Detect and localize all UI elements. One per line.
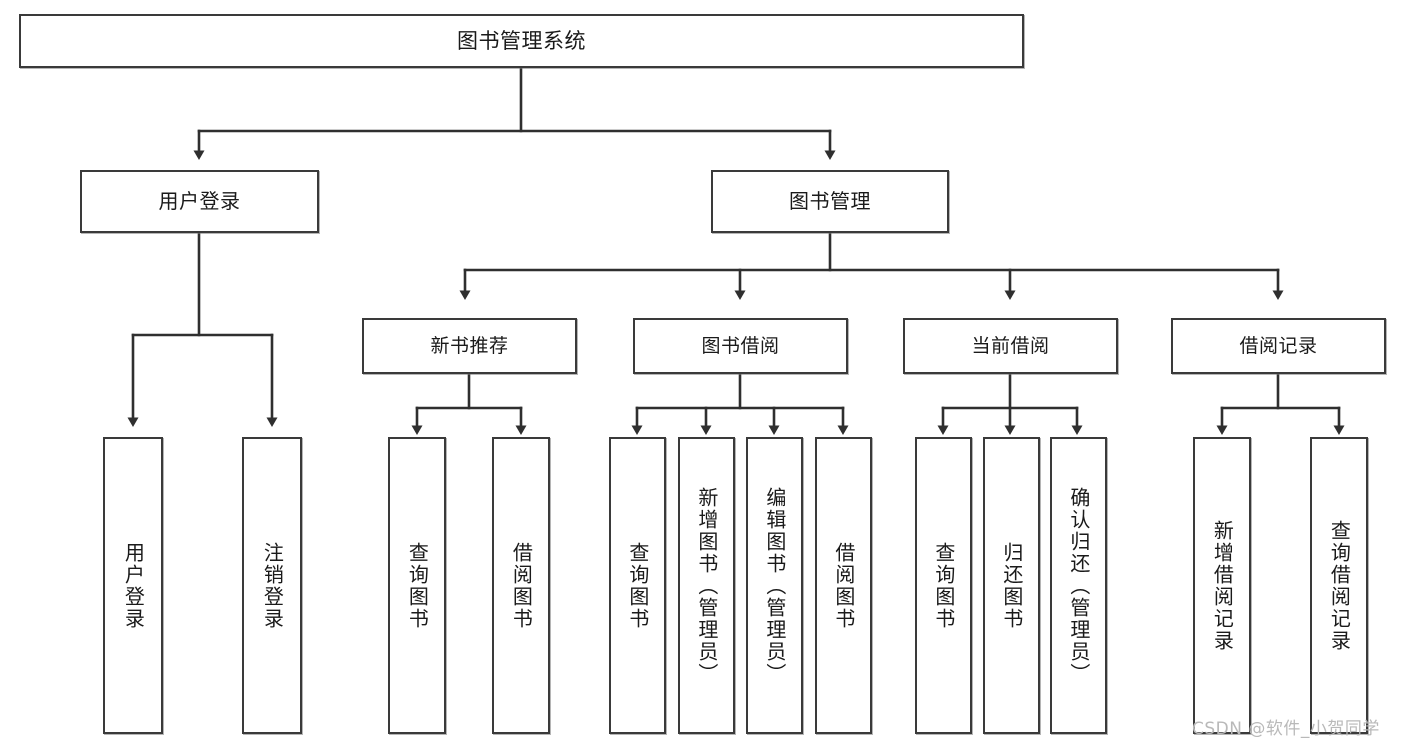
node-label: 新增图书（管理员） [694, 486, 719, 685]
node-label: 查询借阅记录 [1327, 519, 1352, 652]
node-label: 确认归还（管理员） [1066, 486, 1091, 685]
leaf-borrow-book-borrowing[interactable]: 借阅图书 [815, 437, 872, 734]
node-label: 新增借阅记录 [1210, 519, 1235, 652]
node-label: 注销登录 [260, 541, 285, 630]
node-label: 用户登录 [158, 188, 241, 213]
leaf-query-book-borrowing[interactable]: 查询图书 [609, 437, 666, 734]
leaf-query-book-recommendation[interactable]: 查询图书 [388, 437, 446, 734]
leaf-logout[interactable]: 注销登录 [242, 437, 302, 734]
node-label: 借阅图书 [831, 541, 856, 630]
leaf-add-book-admin[interactable]: 新增图书（管理员） [678, 437, 735, 734]
node-book-borrowing[interactable]: 图书借阅 [633, 318, 848, 374]
node-current-borrowing[interactable]: 当前借阅 [903, 318, 1118, 374]
node-new-book-recommendation[interactable]: 新书推荐 [362, 318, 577, 374]
node-label: 当前借阅 [971, 334, 1050, 357]
node-label: 借阅记录 [1239, 334, 1318, 357]
leaf-edit-book-admin[interactable]: 编辑图书（管理员） [746, 437, 803, 734]
leaf-query-borrow-record[interactable]: 查询借阅记录 [1310, 437, 1368, 734]
node-borrowing-records[interactable]: 借阅记录 [1171, 318, 1386, 374]
node-label: 图书管理 [789, 188, 871, 213]
node-label: 新书推荐 [430, 334, 509, 357]
leaf-confirm-return-admin[interactable]: 确认归还（管理员） [1050, 437, 1107, 734]
node-label: 查询图书 [405, 541, 430, 630]
leaf-user-login[interactable]: 用户登录 [103, 437, 163, 734]
node-label: 借阅图书 [509, 541, 534, 630]
node-user-login[interactable]: 用户登录 [80, 170, 319, 233]
leaf-borrow-book-recommendation[interactable]: 借阅图书 [492, 437, 550, 734]
node-label: 用户登录 [121, 541, 146, 630]
leaf-query-book-current[interactable]: 查询图书 [915, 437, 972, 734]
csdn-watermark: CSDN @软件_小贺同学 [1192, 719, 1380, 739]
node-label: 查询图书 [931, 541, 956, 630]
node-label: 查询图书 [625, 541, 650, 630]
node-root-book-management-system[interactable]: 图书管理系统 [19, 14, 1024, 68]
leaf-add-borrow-record[interactable]: 新增借阅记录 [1193, 437, 1251, 734]
node-label: 归还图书 [999, 541, 1024, 630]
leaf-return-book[interactable]: 归还图书 [983, 437, 1040, 734]
node-label: 图书借阅 [701, 334, 780, 357]
node-label: 图书管理系统 [457, 28, 586, 53]
node-label: 编辑图书（管理员） [762, 486, 787, 685]
node-book-management[interactable]: 图书管理 [711, 170, 949, 233]
